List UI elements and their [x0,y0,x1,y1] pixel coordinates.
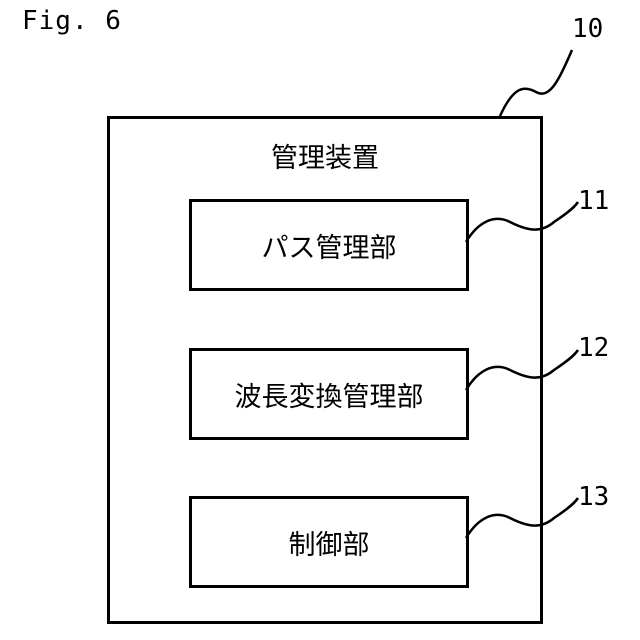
ref-number-unit-1: 11 [578,186,609,216]
management-device-box: 管理装置 パス管理部 波長変換管理部 制御部 [107,116,543,624]
wavelength-conversion-unit-label: 波長変換管理部 [235,375,424,414]
ref-number-unit-3: 13 [578,482,609,512]
control-unit-label: 制御部 [289,523,370,562]
control-unit-box: 制御部 [189,496,469,588]
ref-number-device: 10 [572,14,603,44]
management-device-title: 管理装置 [110,136,540,175]
figure-label: Fig. 6 [22,6,122,36]
wavelength-conversion-unit-box: 波長変換管理部 [189,348,469,440]
leader-line-device [500,50,572,116]
path-management-unit-box: パス管理部 [189,199,469,291]
path-management-unit-label: パス管理部 [262,226,397,265]
ref-number-unit-2: 12 [578,333,609,363]
